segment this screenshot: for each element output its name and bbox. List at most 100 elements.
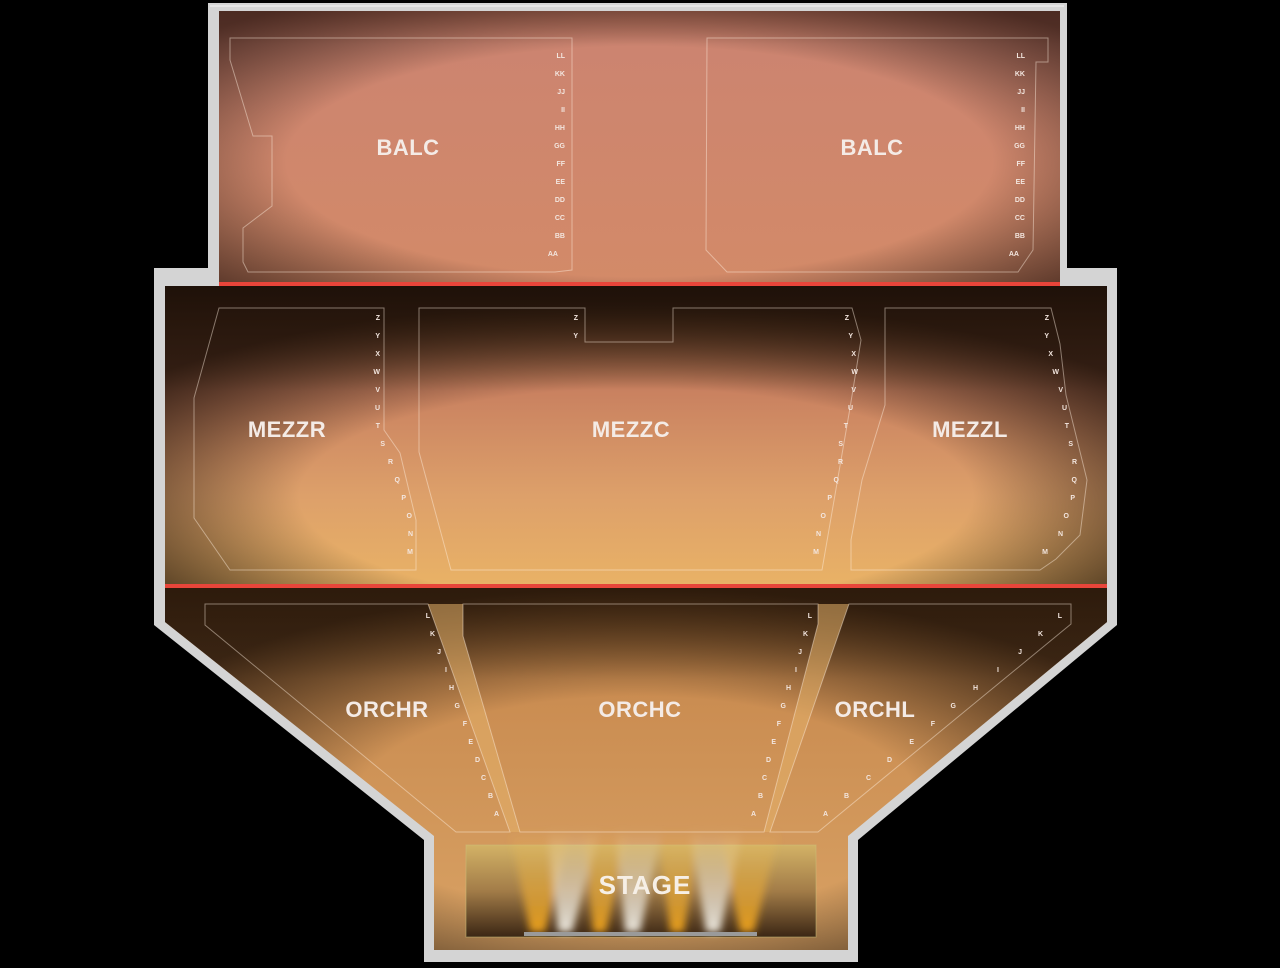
seat-row-hh[interactable]: HH bbox=[713, 125, 1025, 134]
seat-row-u[interactable]: U bbox=[423, 405, 853, 414]
seat-row-o[interactable]: O bbox=[446, 513, 827, 522]
seat-row-jj[interactable]: JJ bbox=[713, 89, 1025, 98]
seat-row-v[interactable]: V bbox=[888, 387, 1063, 396]
seat-row-g[interactable]: G bbox=[490, 703, 787, 712]
seat-row-a[interactable]: A bbox=[778, 811, 828, 820]
seat-row-h[interactable]: H bbox=[297, 685, 454, 694]
seat-row-p[interactable]: P bbox=[440, 495, 832, 504]
seat-row-gg[interactable]: GG bbox=[714, 143, 1026, 152]
seat-row-m[interactable]: M bbox=[456, 549, 819, 558]
seat-row-r[interactable]: R bbox=[429, 459, 843, 468]
seat-row-p[interactable]: P bbox=[868, 495, 1075, 504]
seat-row-e[interactable]: E bbox=[501, 739, 776, 748]
seat-row-i[interactable]: I bbox=[274, 667, 447, 676]
seat-row-f[interactable]: F bbox=[810, 721, 936, 730]
seat-row-f[interactable]: F bbox=[496, 721, 782, 730]
seat-row-i[interactable]: I bbox=[827, 667, 999, 676]
seat-row-z[interactable]: Z bbox=[218, 315, 381, 324]
seat-row-w[interactable]: W bbox=[888, 369, 1059, 378]
seat-row-gg[interactable]: GG bbox=[279, 143, 566, 152]
seat-row-x[interactable]: X bbox=[423, 351, 856, 360]
seat-row-j[interactable]: J bbox=[253, 649, 441, 658]
seat-row-f[interactable]: F bbox=[338, 721, 468, 730]
seat-row-ii[interactable]: II bbox=[256, 107, 565, 116]
seat-row-k[interactable]: K bbox=[469, 631, 808, 640]
seat-row-m[interactable]: M bbox=[228, 549, 413, 558]
seat-row-h[interactable]: H bbox=[485, 685, 791, 694]
seat-row-g[interactable]: G bbox=[815, 703, 957, 712]
seat-row-y[interactable]: Y bbox=[215, 333, 380, 342]
seat-row-h[interactable]: H bbox=[822, 685, 978, 694]
seat-row-r[interactable]: R bbox=[198, 459, 393, 468]
seat-row-y[interactable]: YY bbox=[423, 333, 853, 342]
seat-row-o[interactable]: O bbox=[865, 513, 1070, 522]
seat-row-ll[interactable]: LL bbox=[714, 53, 1026, 62]
seat-row-k[interactable]: K bbox=[234, 631, 435, 640]
seat-row-g[interactable]: G bbox=[319, 703, 461, 712]
seat-row-s[interactable]: S bbox=[198, 441, 385, 450]
seat-row-t[interactable]: T bbox=[197, 423, 381, 432]
seat-row-dd[interactable]: DD bbox=[714, 197, 1025, 206]
seat-row-b[interactable]: B bbox=[516, 793, 763, 802]
seat-row-d[interactable]: D bbox=[798, 757, 892, 766]
seat-row-u[interactable]: U bbox=[888, 405, 1067, 414]
seat-row-v[interactable]: V bbox=[200, 387, 380, 396]
seat-row-k[interactable]: K bbox=[840, 631, 1043, 640]
seat-row-c[interactable]: C bbox=[791, 775, 871, 784]
seat-row-n[interactable]: N bbox=[451, 531, 821, 540]
seat-row-ee[interactable]: EE bbox=[714, 179, 1025, 188]
seat-row-l[interactable]: L bbox=[468, 613, 813, 622]
seat-row-c[interactable]: C bbox=[509, 775, 767, 784]
seat-row-bb[interactable]: BB bbox=[249, 233, 565, 242]
seat-row-bb[interactable]: BB bbox=[714, 233, 1025, 242]
seat-row-q[interactable]: Q bbox=[435, 477, 840, 486]
seat-row-j[interactable]: J bbox=[475, 649, 802, 658]
seat-row-q[interactable]: Q bbox=[198, 477, 401, 486]
seat-row-kk[interactable]: KK bbox=[713, 71, 1025, 80]
seat-row-l[interactable]: L bbox=[211, 613, 431, 622]
seat-row-jj[interactable]: JJ bbox=[252, 89, 565, 98]
seat-row-s[interactable]: S bbox=[875, 441, 1073, 450]
seat-row-e[interactable]: E bbox=[805, 739, 914, 748]
seat-row-e[interactable]: E bbox=[361, 739, 473, 748]
seat-row-d[interactable]: D bbox=[505, 757, 771, 766]
seat-row-j[interactable]: J bbox=[833, 649, 1022, 658]
seat-row-a[interactable]: A bbox=[522, 811, 756, 820]
seat-row-t[interactable]: T bbox=[880, 423, 1070, 432]
seat-row-l[interactable]: L bbox=[846, 613, 1063, 622]
seat-row-ee[interactable]: EE bbox=[279, 179, 565, 188]
seat-row-w[interactable]: W bbox=[205, 369, 380, 378]
seat-row-v[interactable]: V bbox=[423, 387, 856, 396]
seat-row-m[interactable]: M bbox=[855, 549, 1048, 558]
seat-row-r[interactable]: R bbox=[871, 459, 1077, 468]
seat-row-z[interactable]: ZZ bbox=[423, 315, 850, 324]
seat-row-n[interactable]: N bbox=[215, 531, 413, 540]
seat-row-ff[interactable]: FF bbox=[279, 161, 566, 170]
seat-row-x[interactable]: X bbox=[888, 351, 1053, 360]
seat-row-u[interactable]: U bbox=[197, 405, 380, 414]
seat-row-cc[interactable]: CC bbox=[258, 215, 565, 224]
seat-row-ff[interactable]: FF bbox=[714, 161, 1026, 170]
seat-row-p[interactable]: P bbox=[198, 495, 406, 504]
seat-row-d[interactable]: D bbox=[382, 757, 480, 766]
seat-row-q[interactable]: Q bbox=[869, 477, 1078, 486]
stage[interactable]: STAGE bbox=[465, 830, 817, 938]
seat-row-hh[interactable]: HH bbox=[279, 125, 565, 134]
seat-row-cc[interactable]: CC bbox=[714, 215, 1025, 224]
seat-row-i[interactable]: I bbox=[481, 667, 797, 676]
seat-row-a[interactable]: A bbox=[447, 811, 499, 820]
seat-row-z[interactable]: Z bbox=[888, 315, 1050, 324]
seat-row-w[interactable]: W bbox=[423, 369, 858, 378]
seat-row-y[interactable]: Y bbox=[888, 333, 1049, 342]
seat-row-n[interactable]: N bbox=[859, 531, 1063, 540]
seat-row-aa[interactable]: AA bbox=[725, 251, 1019, 260]
seat-row-aa[interactable]: AA bbox=[257, 251, 558, 260]
seat-row-ll[interactable]: LL bbox=[243, 53, 566, 62]
seat-row-b[interactable]: B bbox=[425, 793, 493, 802]
